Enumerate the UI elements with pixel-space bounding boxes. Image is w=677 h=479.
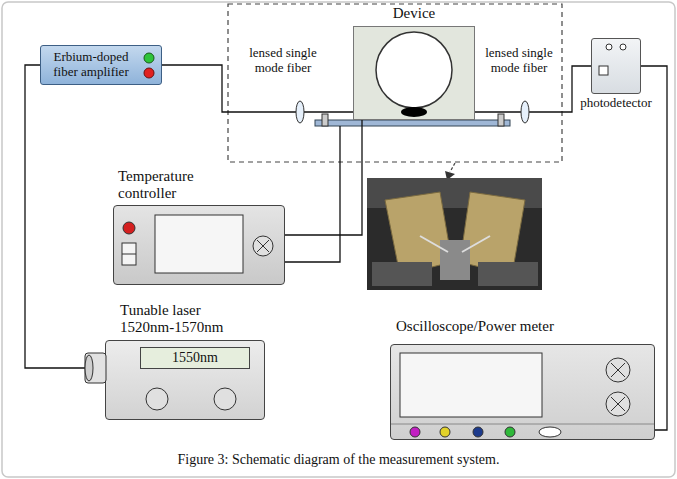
drawing-part	[599, 66, 608, 75]
tunable-laser: Tunable laser 1520nm-1570nm 1550nm	[85, 302, 267, 424]
text-slot: Temperature controller	[118, 168, 230, 202]
drawing-part	[606, 44, 612, 50]
lens-symbol	[521, 101, 529, 123]
photo-inset	[367, 178, 542, 290]
drawing-part	[505, 427, 515, 437]
fiber-label: lensed single mode fiber	[238, 46, 328, 75]
oscilloscope: Oscilloscope/Power meter	[390, 318, 657, 444]
drawing-part	[123, 222, 135, 234]
photodetector-block: photodetector	[575, 38, 657, 114]
text-slot: Oscilloscope/Power meter	[396, 318, 651, 335]
text-slot: lensed single mode fiber	[480, 46, 558, 75]
connector-wire	[25, 65, 85, 368]
device-block: Device	[353, 6, 475, 120]
text-slot: Erbium-doped fiber amplifier	[43, 50, 139, 79]
drawing-part	[400, 353, 542, 417]
device-label: photodetector	[575, 96, 657, 111]
stage-plate	[315, 120, 510, 126]
text-slot: photodetector	[575, 96, 657, 111]
device-label: Tunable laser 1520nm-1570nm	[120, 302, 238, 336]
drawing-part	[376, 32, 452, 108]
stage-post	[498, 114, 504, 126]
drawing-part	[85, 353, 106, 383]
pointer-line	[450, 163, 455, 172]
drawing-part	[391, 424, 654, 425]
drawing-part	[410, 427, 420, 437]
drawing-part	[606, 392, 630, 416]
photo-chip	[440, 240, 470, 280]
drawing-part	[155, 215, 243, 273]
drawing-part	[257, 240, 269, 252]
display-readout: 1550nm	[140, 347, 250, 369]
photo-mount	[372, 262, 432, 286]
device-label: Device	[353, 5, 475, 22]
stage-post	[322, 114, 328, 126]
control-wire	[285, 126, 340, 262]
dashed-region	[228, 4, 562, 162]
drawing-part	[611, 363, 625, 377]
drawing-part	[214, 388, 236, 410]
drawing-part	[122, 243, 136, 265]
connector-wire	[285, 120, 362, 235]
drawing-part	[146, 388, 168, 410]
drawing-part	[611, 363, 625, 377]
text-slot: lensed single mode fiber	[238, 46, 328, 75]
lens-symbol	[296, 101, 304, 123]
drawing-part	[620, 44, 626, 50]
figure-caption: Figure 3: Schematic diagram of the measu…	[0, 452, 677, 468]
temperature-controller: Temperature controller	[113, 168, 285, 288]
text-slot: Device	[353, 5, 475, 22]
drawing-part	[122, 254, 136, 255]
drawing-part	[539, 427, 561, 437]
drawing-part	[257, 240, 269, 252]
text-slot: Tunable laser 1520nm-1570nm	[120, 302, 238, 336]
drawing-part	[440, 427, 450, 437]
device-label: Oscilloscope/Power meter	[396, 318, 651, 335]
drawing-part	[401, 107, 427, 117]
photo-fiber	[462, 236, 490, 252]
fiber-label: lensed single mode fiber	[480, 46, 558, 75]
text-slot: Figure 3: Schematic diagram of the measu…	[0, 452, 677, 468]
drawing-part	[473, 427, 483, 437]
device-illustration	[390, 318, 657, 444]
amplifier-box: Erbium-doped fiber amplifier	[40, 45, 162, 85]
device-label: Temperature controller	[118, 168, 230, 202]
drawing-part	[253, 236, 273, 256]
drawing-part	[611, 397, 625, 411]
drawing-part	[606, 358, 630, 382]
drawing-part	[85, 355, 93, 381]
text-slot: 1550nm	[140, 347, 250, 369]
photo-mount	[478, 262, 538, 286]
device-label: Erbium-doped fiber amplifier	[43, 50, 139, 79]
device-illustration	[353, 6, 475, 120]
drawing-part	[611, 397, 625, 411]
photo-fiber	[420, 236, 448, 252]
drawing-part	[144, 53, 154, 63]
drawing-part	[144, 68, 154, 78]
